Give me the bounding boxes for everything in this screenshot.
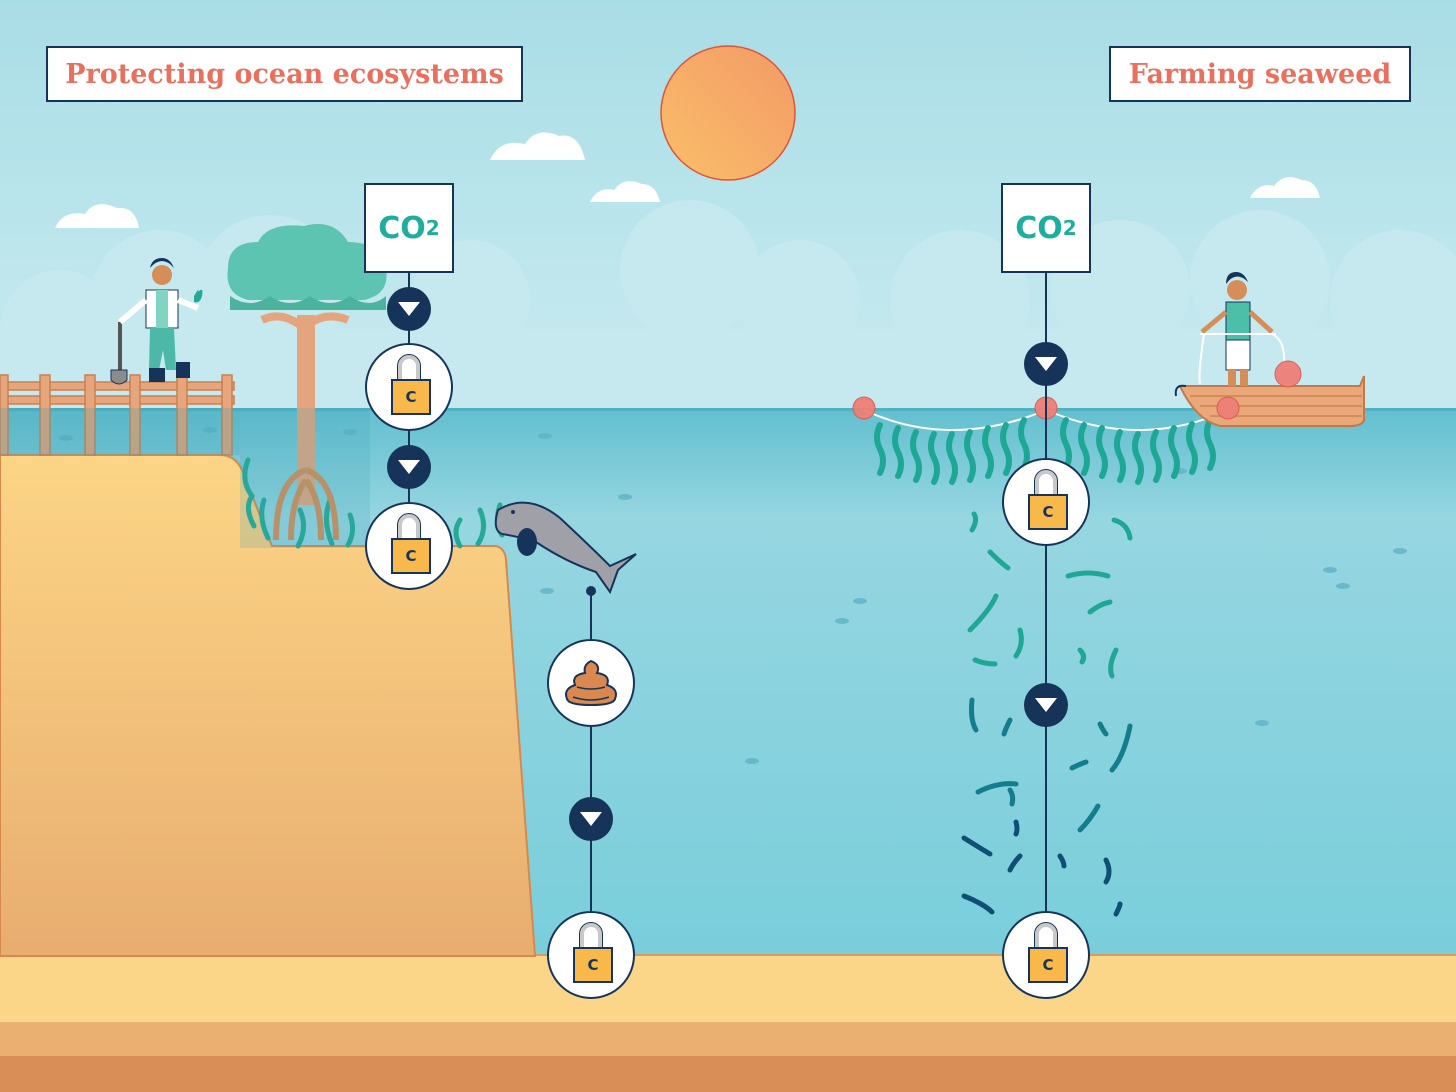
title-farming-seaweed: Farming seaweed [1109, 46, 1411, 102]
seaweed-fragments [961, 511, 1133, 917]
down-arrow-icon [1024, 342, 1068, 386]
co2-subscript: 2 [1062, 216, 1077, 240]
co2-text: CO [378, 210, 426, 246]
carbon-lock-icon: C [365, 502, 453, 590]
carbon-lock-icon: C [547, 911, 635, 999]
lock-shackle [1034, 922, 1058, 950]
lock-body: C [1028, 947, 1068, 983]
scientist-with-shovel [110, 258, 203, 385]
dung-icon-node [547, 639, 635, 727]
lock-body: C [1028, 494, 1068, 530]
seabed [0, 954, 1456, 1092]
down-arrow-icon [1024, 683, 1068, 727]
clouds [55, 132, 1320, 228]
carbon-lock-icon: C [365, 343, 453, 431]
lock-body: C [573, 947, 613, 983]
title-protecting-ocean-ecosystems: Protecting ocean ecosystems [46, 46, 523, 102]
co2-subscript: 2 [425, 216, 440, 240]
down-arrow-icon [387, 287, 431, 331]
lock-shackle [397, 354, 421, 382]
mangrove-tree [227, 224, 387, 541]
dung-icon [565, 659, 617, 707]
farmer [1198, 272, 1286, 386]
down-arrow-icon [569, 797, 613, 841]
lock-shackle [1034, 469, 1058, 497]
lock-shackle [397, 513, 421, 541]
seagrass [242, 457, 505, 549]
lock-shackle [579, 922, 603, 950]
sun [660, 45, 796, 181]
carbon-lock-icon: C [1002, 458, 1090, 546]
pathway-line-dugong [590, 592, 592, 912]
down-arrow-icon [387, 445, 431, 489]
pathway-start-dot [586, 586, 596, 596]
co2-text: CO [1015, 210, 1063, 246]
carbon-lock-icon: C [1002, 911, 1090, 999]
lock-body: C [391, 379, 431, 415]
lock-body: C [391, 538, 431, 574]
dugong [494, 501, 637, 595]
fish [59, 427, 1407, 764]
pathway-line-right [1045, 272, 1047, 912]
pier [0, 374, 235, 456]
